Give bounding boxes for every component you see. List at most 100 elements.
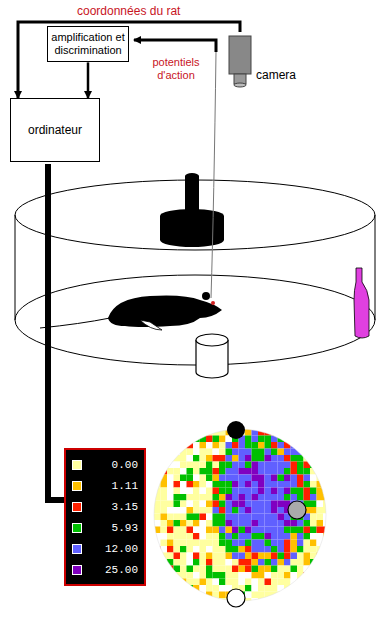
signal-line (134, 40, 216, 52)
map-cell (284, 579, 291, 586)
map-cell (219, 455, 226, 462)
map-cell (330, 598, 337, 605)
map-cell (317, 449, 324, 456)
legend-value: 5.93 (92, 522, 138, 534)
map-cell (239, 488, 246, 495)
map-cell (317, 455, 324, 462)
map-cell (154, 592, 161, 599)
map-cell (317, 605, 324, 612)
map-cell (226, 475, 233, 482)
map-cell (245, 559, 252, 566)
map-cell (219, 481, 226, 488)
legend-swatch (72, 481, 82, 491)
map-cell (219, 501, 226, 508)
map-cell (193, 494, 200, 501)
map-cell (245, 566, 252, 573)
map-cell (219, 592, 226, 599)
map-cell (161, 501, 168, 508)
map-cell (200, 520, 207, 527)
process-box: ordinateur (10, 98, 100, 162)
map-cell (271, 572, 278, 579)
map-cell (317, 468, 324, 475)
map-cell (219, 475, 226, 482)
map-cell (154, 455, 161, 462)
map-cell (297, 572, 304, 579)
map-cell (200, 572, 207, 579)
map-cell (232, 553, 239, 560)
map-cell (154, 449, 161, 456)
map-cell (206, 598, 213, 605)
map-cell (193, 572, 200, 579)
map-cell (265, 455, 272, 462)
map-cell (187, 572, 194, 579)
map-cell (304, 527, 311, 534)
map-cell (284, 455, 291, 462)
map-cell (213, 566, 220, 573)
map-cell (239, 553, 246, 560)
map-cell (304, 436, 311, 443)
map-cell (271, 442, 278, 449)
map-cell (180, 540, 187, 547)
map-cell (284, 592, 291, 599)
map-cell (226, 520, 233, 527)
map-cell (232, 579, 239, 586)
map-cell (258, 520, 265, 527)
map-cell (193, 455, 200, 462)
map-cell (154, 520, 161, 527)
map-cell (297, 566, 304, 573)
map-cell (245, 553, 252, 560)
map-cell (284, 533, 291, 540)
map-cell (161, 585, 168, 592)
map-cell (297, 468, 304, 475)
map-cell (154, 436, 161, 443)
map-cell (330, 468, 337, 475)
map-cell (213, 481, 220, 488)
map-cell (206, 527, 213, 534)
map-cell (154, 442, 161, 449)
map-cell (304, 546, 311, 553)
legend-box: 0.001.113.155.9312.0025.00 (64, 448, 146, 586)
map-cell (265, 494, 272, 501)
map-cell (265, 442, 272, 449)
map-cell (219, 507, 226, 514)
map-cell (317, 598, 324, 605)
map-cell (304, 520, 311, 527)
map-cell (291, 585, 298, 592)
map-cell (265, 527, 272, 534)
legend-swatch (72, 544, 82, 554)
map-cell (193, 553, 200, 560)
map-cell (206, 442, 213, 449)
map-cell (226, 559, 233, 566)
map-cell (271, 585, 278, 592)
map-cell (239, 546, 246, 553)
map-cell (200, 488, 207, 495)
map-cell (317, 442, 324, 449)
map-cell (317, 429, 324, 436)
map-cell (174, 520, 181, 527)
map-cell (161, 598, 168, 605)
legend-row: 3.15 (72, 496, 138, 517)
map-cell (206, 514, 213, 521)
map-cell (232, 481, 239, 488)
map-cell (245, 449, 252, 456)
map-cell (226, 527, 233, 534)
map-cell (252, 566, 259, 573)
map-cell (174, 514, 181, 521)
map-cell (161, 566, 168, 573)
map-cell (174, 429, 181, 436)
map-cell (200, 494, 207, 501)
map-cell (219, 540, 226, 547)
legend-value: 25.00 (92, 564, 138, 576)
map-cell (193, 462, 200, 469)
map-cell (252, 462, 259, 469)
map-cell (226, 468, 233, 475)
map-cell (206, 553, 213, 560)
map-cell (161, 572, 168, 579)
map-cell (206, 436, 213, 443)
map-cell (187, 520, 194, 527)
process-box: amplification et discrimination (47, 26, 129, 62)
map-cell (206, 566, 213, 573)
map-cell (252, 501, 259, 508)
map-cell (187, 429, 194, 436)
map-cell (310, 429, 317, 436)
